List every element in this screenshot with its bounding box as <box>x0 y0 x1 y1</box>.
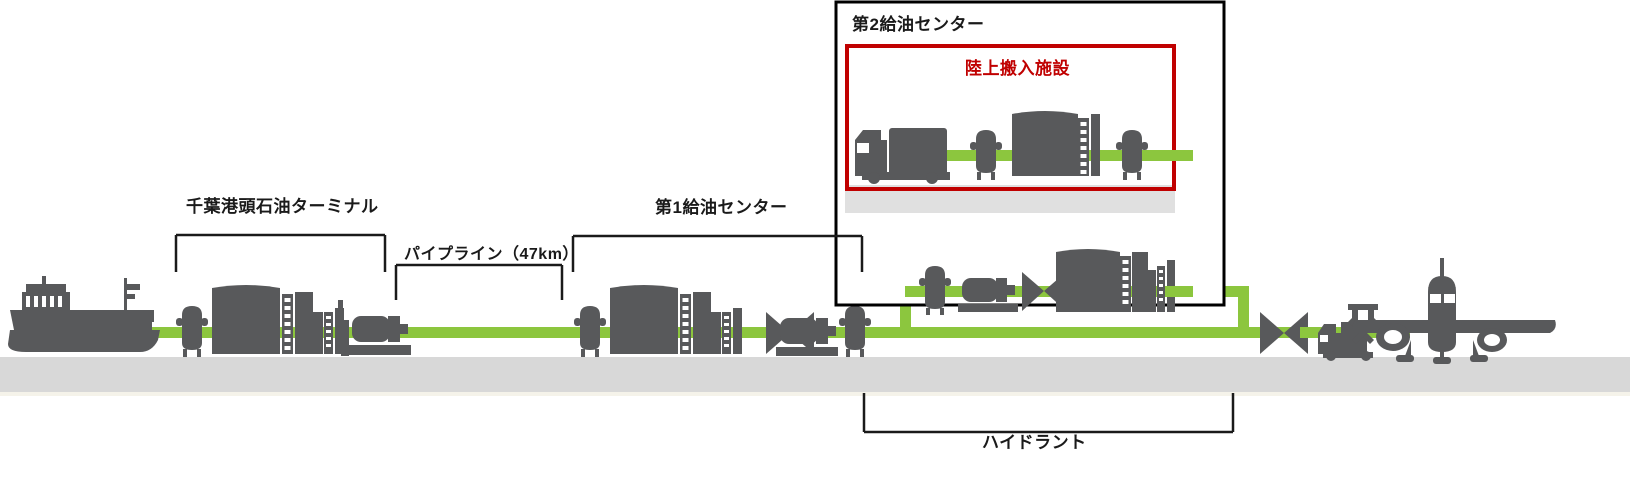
pump-station-icon <box>958 278 1018 312</box>
land-intake-box <box>845 44 1176 191</box>
tank-truck-icon <box>855 128 950 184</box>
hydrant-bracket <box>862 393 1235 434</box>
land-intake-label: 陸上搬入施設 <box>965 59 1070 78</box>
terminal-bracket <box>174 233 387 272</box>
hydrant-label: ハイドラント <box>982 433 1087 452</box>
pump-station-icon <box>776 318 838 356</box>
hydrant-valve-icon <box>574 306 606 357</box>
terminal-label: 千葉港頭石油ターミナル <box>186 197 379 216</box>
storage-tank-icon <box>212 285 344 354</box>
gate-valve-icon <box>1260 312 1308 354</box>
hydrant-valve-icon <box>176 306 208 357</box>
tanker-ship-icon <box>8 276 160 352</box>
storage-tank-icon <box>1012 111 1100 176</box>
center1-bracket <box>571 234 864 272</box>
hydrant-valve-icon <box>970 130 1002 180</box>
ground-band <box>0 357 1630 396</box>
hydrant-valve-icon <box>919 266 951 315</box>
aircraft-icon <box>1352 258 1556 364</box>
storage-tank-icon <box>610 285 742 354</box>
pump-station-icon <box>338 300 411 356</box>
center1-label: 第1給油センター <box>655 198 788 217</box>
hydrant-valve-icon <box>839 306 871 357</box>
pipeline-label: パイプライン（47km） <box>404 246 579 263</box>
hydrant-valve-icon <box>1116 130 1148 180</box>
pipeline-center2-lower-exit <box>1167 286 1193 297</box>
center2-label: 第2給油センター <box>852 15 985 34</box>
pipeline-bracket <box>394 263 564 300</box>
